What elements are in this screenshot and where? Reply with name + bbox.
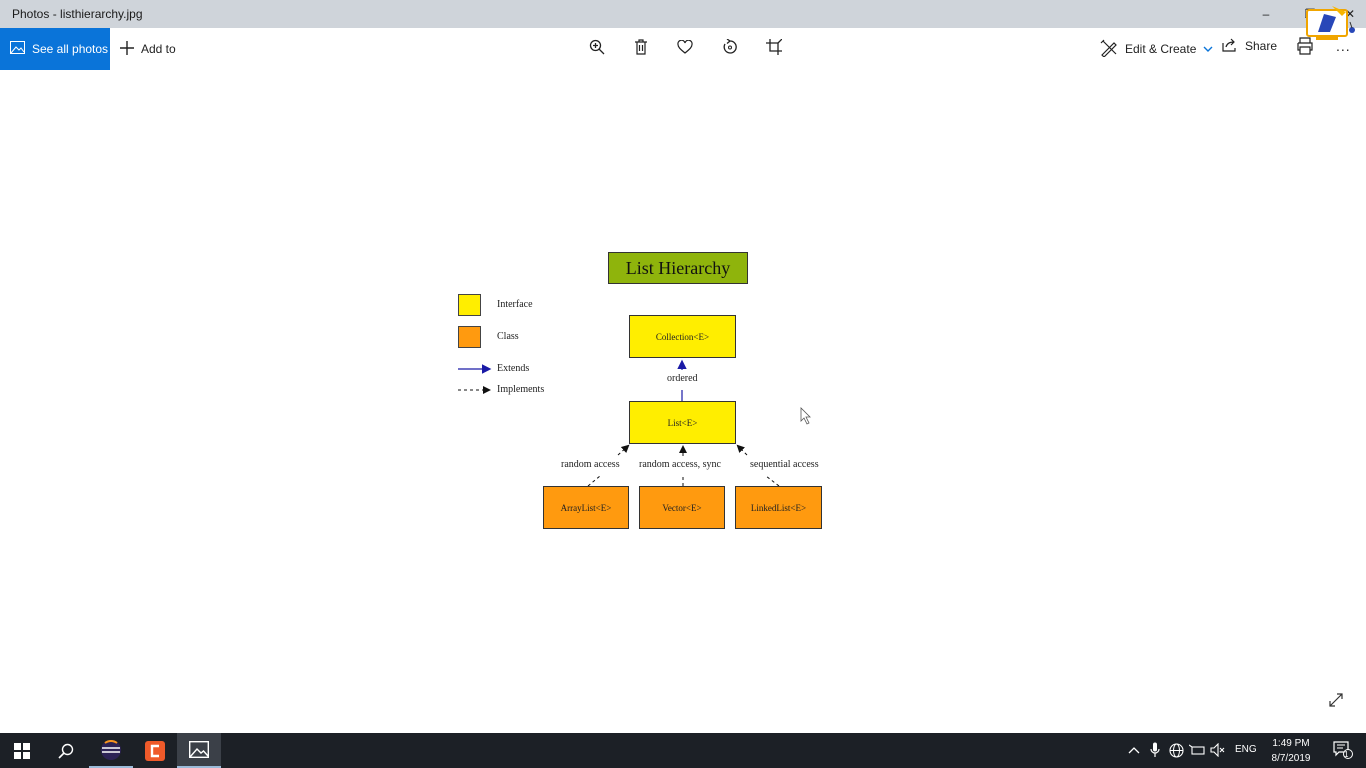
print-icon[interactable]: [1296, 37, 1316, 57]
node-arraylist: ArrayList<E>: [543, 486, 629, 529]
legend-class-label: Class: [497, 331, 519, 342]
show-hidden-icons-chevron-icon[interactable]: [1126, 742, 1142, 758]
network-globe-icon[interactable]: [1168, 742, 1184, 758]
start-button[interactable]: [0, 733, 44, 768]
more-options-button[interactable]: ...: [1336, 38, 1351, 54]
edge-label-ordered: ordered: [667, 373, 698, 384]
microphone-icon[interactable]: [1147, 742, 1163, 758]
expand-icon[interactable]: [1328, 692, 1346, 710]
clock[interactable]: 1:49 PM 8/7/2019: [1262, 736, 1320, 766]
legend-interface-swatch: [458, 294, 481, 316]
legend-interface-label: Interface: [497, 299, 533, 310]
edge-label-sequential-access: sequential access: [750, 459, 819, 470]
add-to-button[interactable]: Add to: [120, 28, 176, 70]
volume-muted-icon[interactable]: [1210, 742, 1226, 758]
notifications-icon[interactable]: 1: [1332, 741, 1354, 759]
zoom-in-icon[interactable]: [585, 37, 609, 57]
node-list: List<E>: [629, 401, 736, 444]
edit-create-label: Edit & Create: [1125, 42, 1197, 56]
legend-class-swatch: [458, 326, 481, 348]
window-title-bar: Photos - listhierarchy.jpg – ❐ ✕: [0, 0, 1366, 28]
photos-icon: [10, 41, 25, 57]
delete-icon[interactable]: [629, 37, 653, 57]
crop-icon[interactable]: [762, 37, 786, 57]
rotate-icon[interactable]: [718, 37, 742, 57]
notification-count: 1: [1344, 750, 1349, 759]
photos-app-icon[interactable]: [177, 733, 221, 768]
edit-create-button[interactable]: Edit & Create: [1100, 28, 1213, 70]
window-title: Photos - listhierarchy.jpg: [12, 7, 143, 21]
taskbar: ENG 1:49 PM 8/7/2019 1: [0, 733, 1366, 768]
add-to-label: Add to: [141, 42, 176, 56]
search-icon[interactable]: [44, 733, 88, 768]
photos-toolbar: See all photos Add to Edit & Create Shar…: [0, 28, 1366, 70]
eclipse-app-icon[interactable]: [89, 733, 133, 768]
close-button[interactable]: ✕: [1344, 7, 1356, 21]
share-icon: [1222, 38, 1238, 55]
battery-power-icon[interactable]: [1189, 742, 1205, 758]
share-button[interactable]: Share: [1222, 28, 1277, 64]
node-collection: Collection<E>: [629, 315, 736, 358]
favorite-icon[interactable]: [673, 37, 697, 57]
see-all-photos-button[interactable]: See all photos: [0, 28, 110, 70]
minimize-button[interactable]: –: [1262, 7, 1270, 21]
node-vector: Vector<E>: [639, 486, 725, 529]
language-indicator[interactable]: ENG: [1235, 744, 1257, 755]
clock-date: 8/7/2019: [1271, 753, 1311, 764]
legend-implements-label: Implements: [497, 384, 545, 395]
see-all-photos-label: See all photos: [32, 42, 109, 56]
monitor-logo-icon: [1306, 2, 1360, 46]
edge-label-random-access: random access: [561, 459, 620, 470]
edit-create-icon: [1100, 39, 1118, 60]
plus-icon: [120, 40, 134, 58]
edge-label-random-access-sync: random access, sync: [639, 459, 721, 470]
share-label: Share: [1245, 39, 1278, 53]
node-linkedlist: LinkedList<E>: [735, 486, 822, 529]
clock-time: 1:49 PM: [1272, 738, 1310, 749]
legend-extends-label: Extends: [497, 363, 530, 374]
diagram-title: List Hierarchy: [608, 252, 748, 284]
camtasia-app-icon[interactable]: [133, 733, 177, 768]
chevron-down-icon: [1203, 42, 1213, 56]
